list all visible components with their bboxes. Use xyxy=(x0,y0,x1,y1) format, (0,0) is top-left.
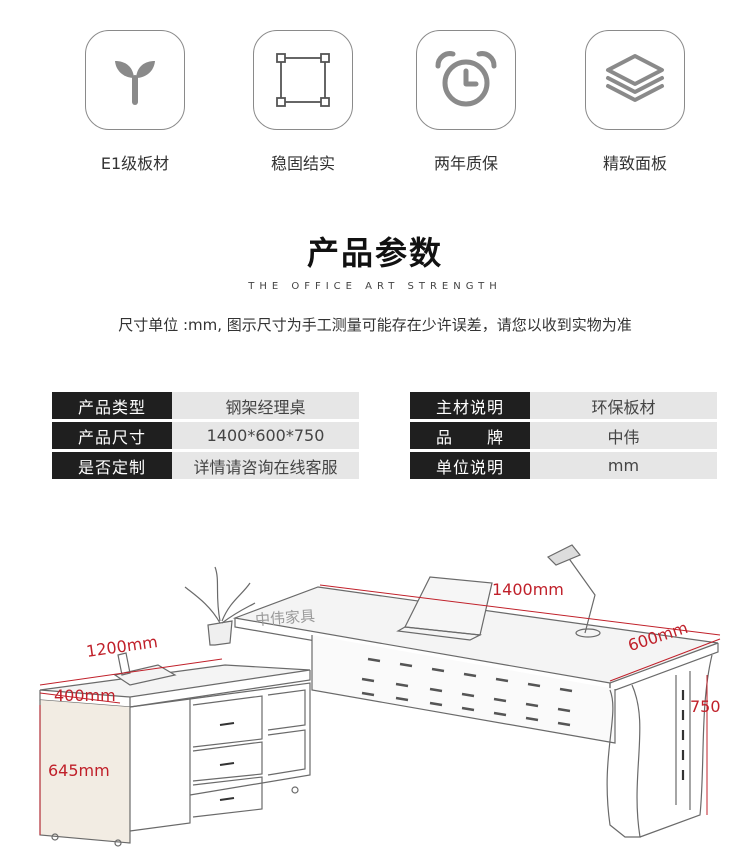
spec-value: 钢架经理桌 xyxy=(172,392,359,419)
spec-row: 单位说明 mm xyxy=(410,452,717,479)
desk-dimension-drawing: 1400mm 600mm 750 1200mm 400mm 645mm 中伟家具 xyxy=(0,525,750,858)
section-title: 产品参数 xyxy=(306,234,443,272)
dimension-length: 1400mm xyxy=(492,580,564,599)
spec-value: mm xyxy=(530,452,717,479)
alarm-clock-icon xyxy=(416,30,516,130)
feature-label: 精致面板 xyxy=(602,154,667,173)
spec-key: 产品尺寸 xyxy=(52,422,172,449)
feature-stable: 稳固结实 xyxy=(243,30,363,174)
spec-key: 主材说明 xyxy=(410,392,530,419)
feature-label: 稳固结实 xyxy=(270,154,335,173)
feature-e1-board: E1级板材 xyxy=(75,30,195,174)
spec-value: 环保板材 xyxy=(530,392,717,419)
spec-row: 产品类型 钢架经理桌 xyxy=(52,392,359,419)
spec-value: 详情请咨询在线客服 xyxy=(172,452,359,479)
feature-panel: 精致面板 xyxy=(575,30,695,174)
spec-row: 主材说明 环保板材 xyxy=(410,392,717,419)
dimension-side-depth: 400mm xyxy=(54,686,116,705)
section-subtitle: THE OFFICE ART STRENGTH xyxy=(248,281,502,292)
feature-label: E1级板材 xyxy=(100,154,170,173)
spec-value: 中伟 xyxy=(530,422,717,449)
dimension-side-height: 645mm xyxy=(48,761,110,780)
feature-row: E1级板材 稳固结实 两年质保 xyxy=(0,30,750,180)
frame-corners-icon xyxy=(253,30,353,130)
spec-key: 产品类型 xyxy=(52,392,172,419)
spec-key: 是否定制 xyxy=(52,452,172,479)
spec-row: 产品尺寸 1400*600*750 xyxy=(52,422,359,449)
spec-table-left: 产品类型 钢架经理桌 产品尺寸 1400*600*750 是否定制 详情请咨询在… xyxy=(52,392,359,482)
sprout-icon xyxy=(85,30,185,130)
spec-value: 1400*600*750 xyxy=(172,422,359,449)
dimension-height: 750 xyxy=(690,697,721,716)
desk-sketch xyxy=(39,544,721,847)
spec-key: 单位说明 xyxy=(410,452,530,479)
brand-watermark: 中伟家具 xyxy=(254,606,316,630)
feature-warranty: 两年质保 xyxy=(406,30,526,174)
spec-row: 品 牌 中伟 xyxy=(410,422,717,449)
layers-icon xyxy=(585,30,685,130)
spec-table-right: 主材说明 环保板材 品 牌 中伟 单位说明 mm xyxy=(410,392,717,482)
spec-key: 品 牌 xyxy=(410,422,530,449)
feature-label: 两年质保 xyxy=(433,154,498,173)
spec-row: 是否定制 详情请咨询在线客服 xyxy=(52,452,359,479)
measurement-note: 尺寸单位 :mm, 图示尺寸为手工测量可能存在少许误差，请您以收到实物为准 xyxy=(118,316,632,334)
